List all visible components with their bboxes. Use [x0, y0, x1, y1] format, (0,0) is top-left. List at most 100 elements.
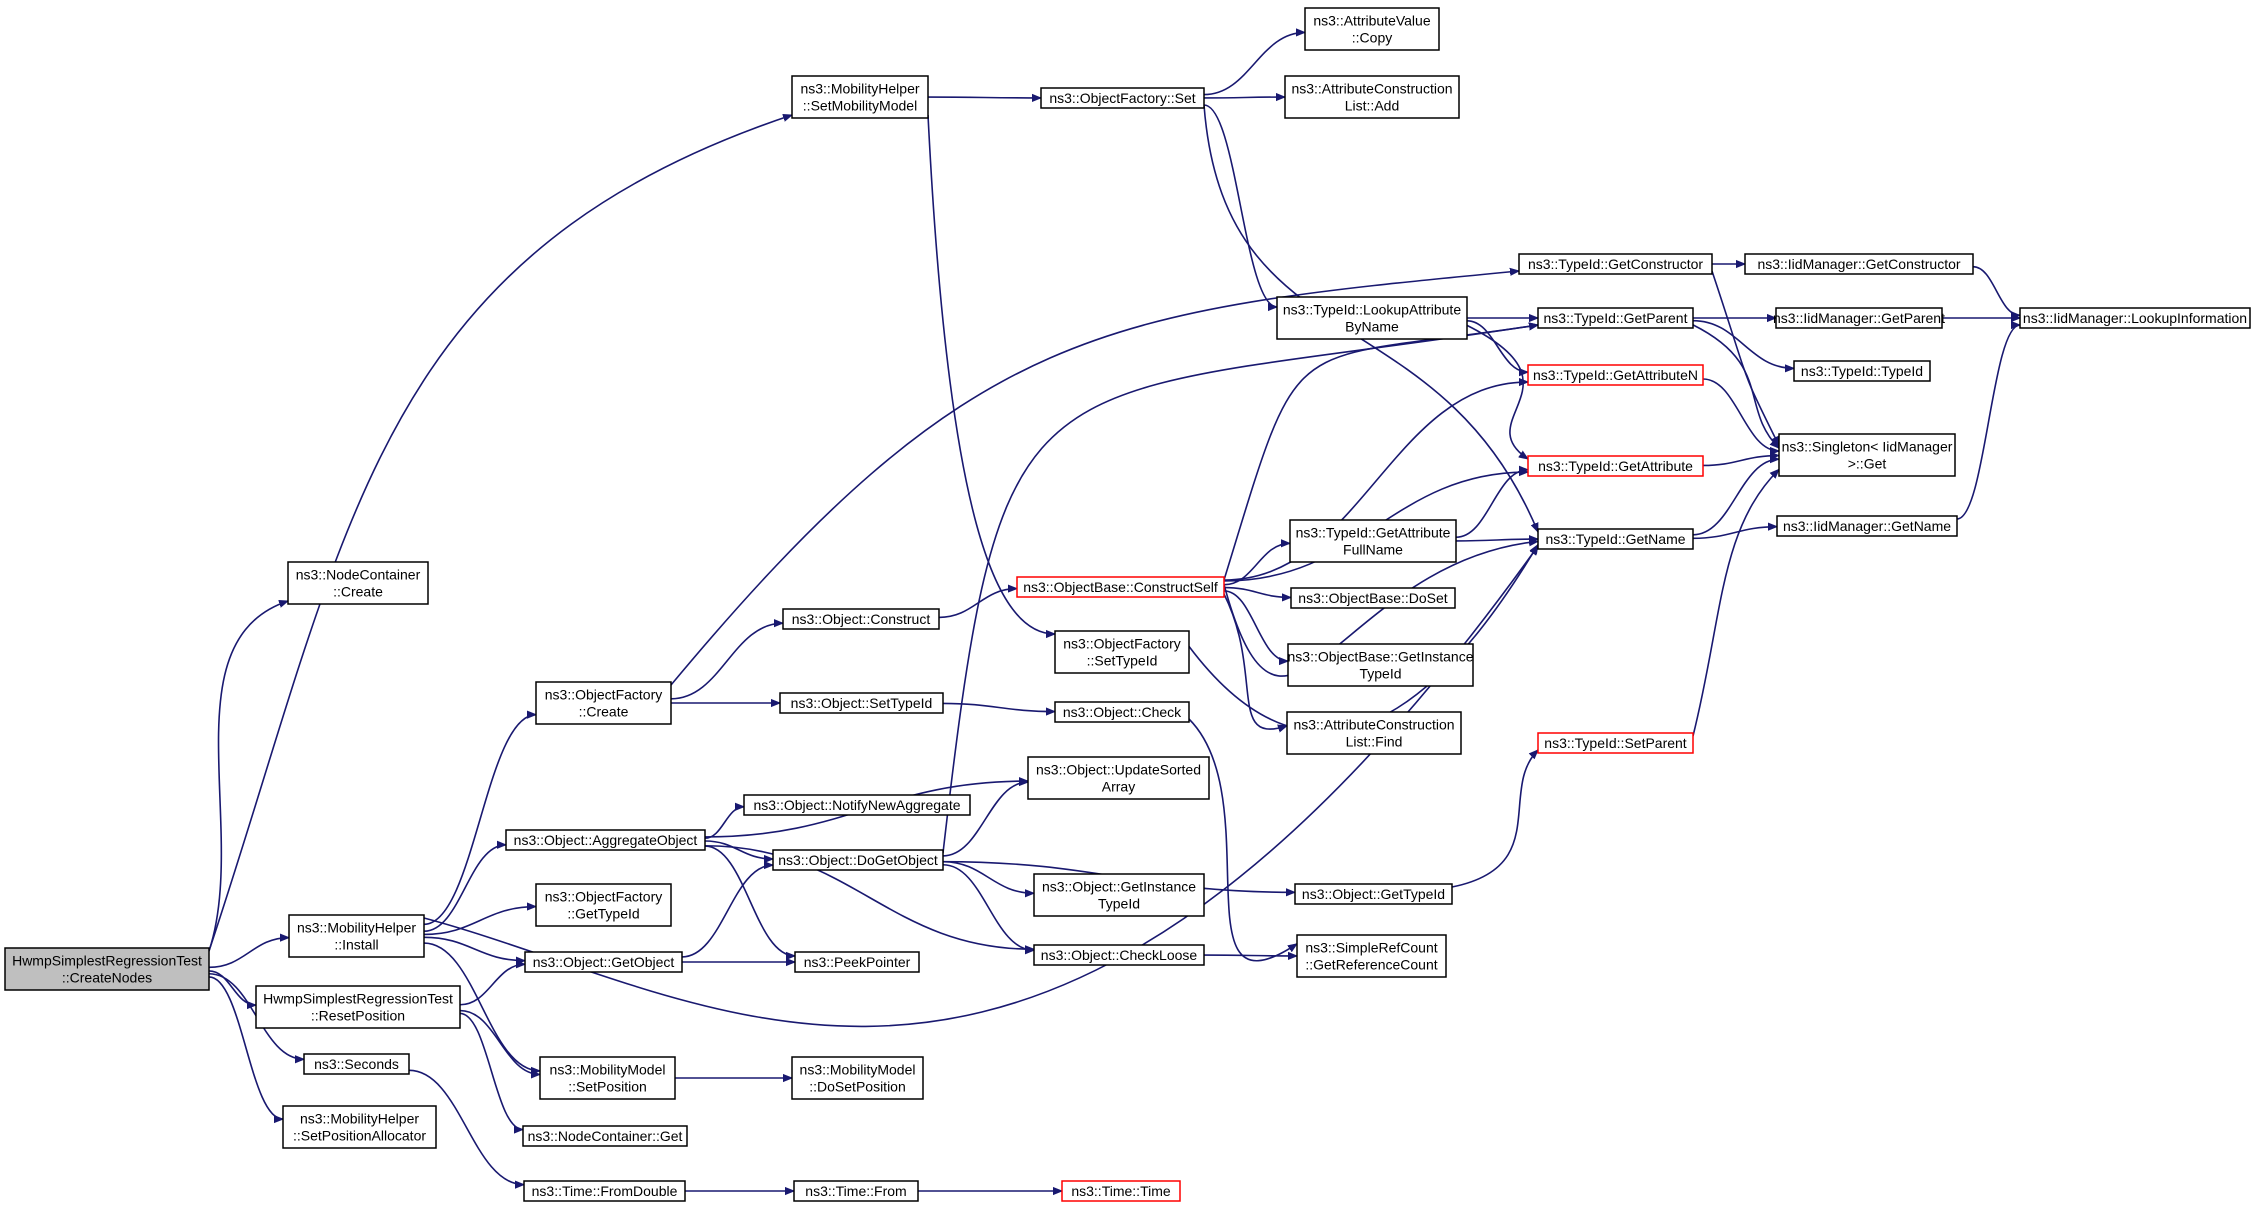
node-peekpointer[interactable]: ns3::PeekPointer [794, 951, 920, 973]
edge-root-to-mh-setposalloc [208, 976, 284, 1119]
node-nc-create[interactable]: ns3::NodeContainer::Create [287, 561, 429, 605]
node-t-time[interactable]: ns3::Time::Time [1061, 1180, 1181, 1202]
node-label: ns3::TypeId::GetAttribute [1296, 525, 1451, 541]
node-box [782, 608, 940, 630]
edge-of-settypeid-to-tid-getname [1188, 545, 1539, 733]
node-box [522, 1125, 688, 1147]
node-label: ns3::MobilityModel [550, 1062, 666, 1078]
edge-mh-setmob-to-of-set [927, 97, 1041, 98]
node-label: ns3::TypeId::GetConstructor [1528, 256, 1703, 272]
node-tid-getname[interactable]: ns3::TypeId::GetName [1537, 528, 1694, 550]
node-mm-dosetpos[interactable]: ns3::MobilityModel::DoSetPosition [791, 1056, 924, 1100]
node-label: ::SetPositionAllocator [293, 1128, 426, 1144]
node-ob-doset[interactable]: ns3::ObjectBase::DoSet [1290, 587, 1456, 609]
node-mh-setposalloc[interactable]: ns3::MobilityHelper::SetPositionAllocato… [282, 1105, 437, 1149]
node-singleton-get[interactable]: ns3::Singleton< IidManager>::Get [1778, 433, 1956, 477]
edge-tid-getname-to-singleton-get [1692, 459, 1779, 536]
node-label: ::SetMobilityModel [803, 98, 917, 114]
node-o-getobject[interactable]: ns3::Object::GetObject [524, 951, 683, 973]
node-tid-getattr[interactable]: ns3::TypeId::GetAttribute [1527, 455, 1704, 477]
node-label: ns3::ObjectFactory::Set [1049, 90, 1195, 106]
node-label: ns3::ObjectFactory [1063, 636, 1181, 652]
node-tid-getctor[interactable]: ns3::TypeId::GetConstructor [1518, 253, 1713, 275]
edge-root-to-nc-create [208, 601, 288, 952]
edge-o-settypeid-to-o-check [942, 702, 1055, 711]
node-label: ::GetTypeId [567, 906, 639, 922]
node-label: ::Create [579, 704, 629, 720]
edge-hw-resetpos-to-o-getobject [459, 964, 526, 1006]
node-iid-getparent[interactable]: ns3::IidManager::GetParent [1773, 307, 1945, 329]
node-of-settypeid[interactable]: ns3::ObjectFactory::SetTypeId [1054, 630, 1190, 674]
node-box [1537, 732, 1694, 754]
edge-tid-getparent-to-singleton-get [1692, 324, 1779, 448]
node-src-getrefcount[interactable]: ns3::SimpleRefCount::GetReferenceCount [1296, 934, 1447, 978]
node-label: TypeId [1098, 896, 1140, 912]
node-seconds[interactable]: ns3::Seconds [303, 1053, 410, 1075]
edge-mh-install-to-of-create [423, 715, 537, 926]
node-label: ns3::PeekPointer [804, 954, 911, 970]
node-of-set[interactable]: ns3::ObjectFactory::Set [1040, 87, 1205, 109]
node-iid-getctor[interactable]: ns3::IidManager::GetConstructor [1744, 253, 1974, 275]
node-mh-setmob[interactable]: ns3::MobilityHelper::SetMobilityModel [791, 75, 929, 119]
node-tid-getparent[interactable]: ns3::TypeId::GetParent [1537, 307, 1694, 329]
node-o-notify[interactable]: ns3::Object::NotifyNewAggregate [743, 794, 971, 816]
node-label: ns3::NodeContainer [296, 567, 421, 583]
node-box [1289, 519, 1457, 563]
node-box [288, 914, 425, 958]
node-root[interactable]: HwmpSimplestRegressionTest::CreateNodes [4, 947, 210, 991]
edge-iid-getname-to-iid-lookupinfo [1956, 325, 2021, 520]
node-label: ns3::IidManager::LookupInformation [2023, 310, 2247, 326]
edge-iid-getctor-to-iid-lookupinfo [1972, 265, 2021, 316]
node-av-copy[interactable]: ns3::AttributeValue::Copy [1304, 7, 1440, 51]
node-hw-resetpos[interactable]: HwmpSimplestRegressionTest::ResetPositio… [255, 985, 461, 1029]
node-label: List::Add [1345, 98, 1399, 114]
edge-tid-lookup-to-tid-getattr [1466, 324, 1528, 459]
node-box [1527, 455, 1704, 477]
node-box [1775, 307, 1943, 329]
edge-of-create-to-o-construct [670, 623, 783, 700]
node-iid-getname[interactable]: ns3::IidManager::GetName [1776, 515, 1958, 537]
node-o-gettypeid[interactable]: ns3::Object::GetTypeId [1294, 883, 1453, 905]
node-label: ns3::ObjectBase::ConstructSelf [1023, 579, 1218, 595]
node-label: HwmpSimplestRegressionTest [263, 991, 453, 1007]
node-tid-typeid[interactable]: ns3::TypeId::TypeId [1793, 360, 1931, 382]
node-o-check[interactable]: ns3::Object::Check [1054, 701, 1190, 723]
node-box [535, 681, 672, 725]
node-label: ns3::IidManager::GetParent [1773, 310, 1945, 326]
node-of-create[interactable]: ns3::ObjectFactory::Create [535, 681, 672, 725]
node-box [743, 794, 971, 816]
node-iid-lookupinfo[interactable]: ns3::IidManager::LookupInformation [2019, 307, 2251, 329]
node-nc-get[interactable]: ns3::NodeContainer::Get [522, 1125, 688, 1147]
edge-tid-getctor-to-singleton-get [1711, 270, 1780, 445]
node-t-fromdouble[interactable]: ns3::Time::FromDouble [523, 1180, 686, 1202]
node-of-gettypeid[interactable]: ns3::ObjectFactory::GetTypeId [535, 883, 672, 927]
node-t-from[interactable]: ns3::Time::From [793, 1180, 919, 1202]
node-box [523, 1180, 686, 1202]
node-box [1290, 587, 1456, 609]
node-mh-install[interactable]: ns3::MobilityHelper::Install [288, 914, 425, 958]
node-tid-getattrn[interactable]: ns3::TypeId::GetAttributeN [1527, 364, 1704, 386]
edge-o-dogetobject-to-o-updatesorted [942, 782, 1028, 857]
node-o-dogetobject[interactable]: ns3::Object::DoGetObject [772, 849, 944, 871]
node-o-settypeid[interactable]: ns3::Object::SetTypeId [779, 692, 944, 714]
node-label: ns3::ObjectBase::DoSet [1298, 590, 1448, 606]
node-label: ns3::TypeId::SetParent [1544, 735, 1687, 751]
node-box [779, 692, 944, 714]
node-o-checkloose[interactable]: ns3::Object::CheckLoose [1033, 944, 1205, 966]
edge-o-dogetobject-to-tid-getparent [942, 325, 1538, 854]
call-edges [208, 32, 2021, 1191]
node-tid-setparent[interactable]: ns3::TypeId::SetParent [1537, 732, 1694, 754]
node-o-construct[interactable]: ns3::Object::Construct [782, 608, 940, 630]
node-label: ns3::MobilityHelper [800, 81, 919, 97]
node-o-aggregate[interactable]: ns3::Object::AggregateObject [505, 829, 706, 851]
node-box [1296, 934, 1447, 978]
node-ob-construct[interactable]: ns3::ObjectBase::ConstructSelf [1016, 576, 1225, 598]
node-mm-setpos[interactable]: ns3::MobilityModel::SetPosition [539, 1056, 676, 1100]
